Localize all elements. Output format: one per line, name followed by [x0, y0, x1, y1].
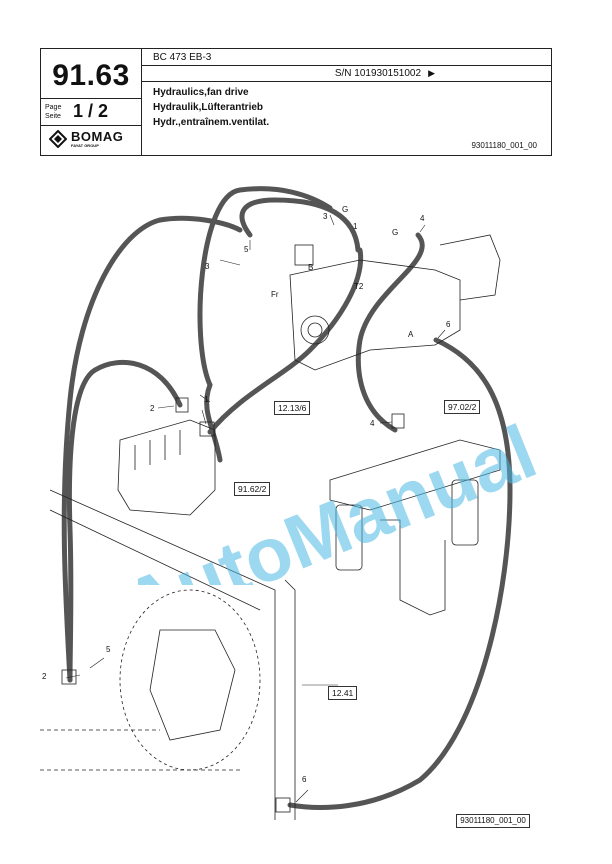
- hydraulic-pump: [289, 259, 461, 371]
- logo-text: BOMAG: [71, 129, 124, 144]
- port-label-g: G: [342, 205, 349, 214]
- model-name: BC 473 EB-3: [153, 52, 212, 63]
- hose: [287, 337, 513, 810]
- callout-5: 5: [244, 245, 249, 254]
- callout-1: 1: [353, 222, 358, 231]
- port-label-g: G: [392, 228, 399, 237]
- footer-reference-code: 93011180_001_00: [456, 814, 530, 828]
- radiator-frame: [49, 509, 261, 611]
- radiator-frame: [49, 489, 276, 820]
- callout-2: 2: [150, 404, 155, 413]
- serial-arrow-icon: ▶: [428, 68, 435, 78]
- hose: [61, 217, 163, 683]
- fitting: [391, 413, 405, 429]
- bomag-logo-icon: [49, 130, 67, 148]
- leader-lines: [65, 214, 446, 803]
- fitting: [275, 797, 291, 813]
- hydraulic-diagram: [40, 186, 513, 820]
- radiator-frame: [284, 579, 296, 820]
- components: [40, 234, 501, 820]
- fan-outline: [119, 589, 261, 771]
- callout-3: 3: [205, 262, 210, 271]
- callout-1: 1: [204, 395, 209, 404]
- hose: [197, 186, 333, 388]
- hose: [204, 382, 223, 463]
- port-label-t2: T2: [354, 282, 364, 291]
- pump-housing: [439, 234, 501, 301]
- port-label-a: A: [408, 330, 414, 339]
- callout-2: 2: [42, 672, 47, 681]
- title-fr: Hydr.,entraînem.ventilat.: [153, 117, 270, 128]
- valve-detail: [134, 430, 181, 470]
- ref-box-12-13-6: 12.13/6: [274, 401, 311, 415]
- page-number-column: 91.63 Page Seite 1 / 2 BOMAG FAYAT GROUP: [41, 49, 142, 155]
- pump-shaft: [307, 322, 323, 338]
- fan-motor: [149, 629, 236, 741]
- callout-4: 4: [370, 419, 375, 428]
- frame-dashed: [40, 729, 240, 771]
- fitting: [61, 669, 77, 685]
- page-label-de: Seite: [45, 113, 61, 120]
- divider: [141, 65, 551, 66]
- divider: [41, 98, 141, 99]
- header-block: 91.63 Page Seite 1 / 2 BOMAG FAYAT GROUP…: [40, 48, 552, 156]
- callout-6: 6: [302, 775, 307, 784]
- page-label: Page Seite: [45, 103, 61, 121]
- callout-6: 6: [446, 320, 451, 329]
- bomag-logo: BOMAG FAYAT GROUP: [49, 129, 139, 151]
- logo-subtext: FAYAT GROUP: [71, 143, 99, 148]
- port-label-fr: Fr: [271, 290, 279, 299]
- fitting: [175, 397, 189, 413]
- ref-box-12-41: 12.41: [328, 686, 358, 700]
- serial-number: S/N 101930151002: [334, 68, 421, 79]
- bracket-leg: [380, 519, 446, 616]
- valve-block: [117, 419, 216, 516]
- ref-box-91-62-2: 91.62/2: [234, 482, 271, 496]
- filter-canister: [335, 504, 363, 571]
- pump-flange: [300, 315, 330, 345]
- page-number: 91.63: [52, 59, 130, 92]
- hose: [157, 215, 243, 233]
- divider: [141, 81, 551, 82]
- fitting: [199, 421, 215, 437]
- page-label-en: Page: [45, 104, 62, 111]
- hose: [207, 247, 364, 435]
- title-en: Hydraulics,fan drive: [153, 87, 249, 98]
- hose: [355, 232, 425, 433]
- callout-4: 4: [420, 214, 425, 223]
- callout-3: 3: [323, 212, 328, 221]
- hoses: [61, 186, 513, 810]
- page-fraction: 1 / 2: [73, 101, 109, 121]
- fitting: [294, 244, 314, 266]
- divider: [41, 125, 141, 126]
- reference-code: 93011180_001_00: [471, 141, 537, 150]
- filter-bracket: [329, 439, 501, 511]
- ref-box-97-02-2: 97.02/2: [444, 400, 481, 414]
- port-label-b: B: [308, 263, 314, 272]
- filter-canister: [451, 479, 479, 546]
- title-de: Hydraulik,Lüfterantrieb: [153, 102, 264, 113]
- hose: [66, 360, 183, 683]
- callout-5: 5: [106, 645, 111, 654]
- hose: [239, 197, 361, 253]
